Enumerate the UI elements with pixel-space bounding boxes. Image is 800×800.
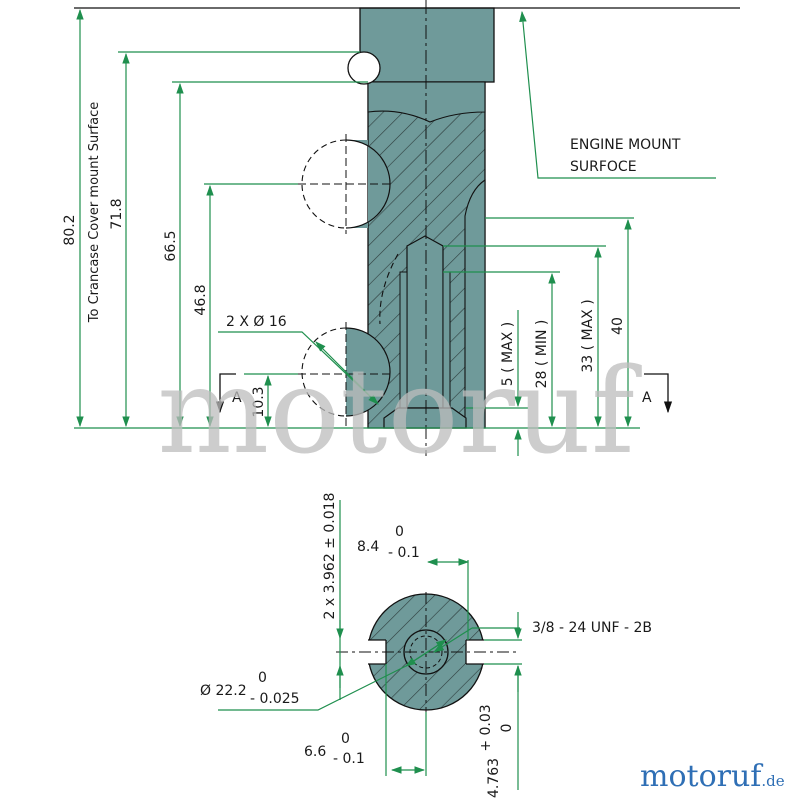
shaft-top-band	[359, 7, 495, 83]
dim-6-6-tol-up: 0	[341, 731, 350, 747]
dim-66-5: 66.5	[163, 230, 179, 261]
upper-bore-solid	[346, 140, 390, 228]
dim-6-6-tol-dn: - 0.1	[333, 751, 365, 767]
label-engine-mount-2: SURFOCE	[570, 159, 637, 175]
brand-logo: motoruf.de	[640, 759, 785, 794]
dim-4-763-tol-dn: 0	[499, 724, 515, 733]
section-a-right: A	[642, 390, 652, 406]
section-labels: 2 x 3.962 ± 0.018 8.4 0 - 0.1 3/8 - 24 U…	[200, 493, 652, 798]
notch-circle	[347, 51, 381, 85]
logo-suffix: .de	[761, 772, 784, 790]
dim-8-4-tol-dn: - 0.1	[388, 545, 420, 561]
side-view-labels: 80.2 To Crancase Cover mount Surface 71.…	[62, 102, 681, 418]
dim-33-max: 33 ( MAX )	[580, 299, 596, 372]
lower-bore-arc	[345, 327, 391, 417]
label-crankcase: To Crancase Cover mount Surface	[87, 102, 102, 324]
dim-5-max: 5 ( MAX )	[500, 322, 516, 386]
shaft-flat-strip	[464, 178, 486, 429]
label-engine-mount-1: ENGINE MOUNT	[570, 137, 681, 153]
watermark: motoruf	[157, 342, 642, 480]
label-thread: 3/8 - 24 UNF - 2B	[532, 620, 652, 636]
logo-text: motoruf.de	[640, 759, 785, 794]
dim-6-6: 6.6	[304, 744, 326, 760]
dim-4-763: 4.763	[486, 758, 502, 798]
dim-10-3: 10.3	[251, 386, 267, 417]
shaft-side-view	[298, 0, 495, 456]
dim-8-4: 8.4	[357, 539, 379, 555]
section-a-left: A	[232, 390, 242, 406]
section-markers	[215, 373, 673, 414]
dim-28-min: 28 ( MIN )	[534, 320, 550, 389]
label-bores: 2 X Ø 16	[226, 314, 287, 330]
dim-22-2-tol-up: 0	[258, 670, 267, 686]
dim-4-763-tol-up: + 0.03	[478, 704, 494, 751]
dim-2x3962: 2 x 3.962 ± 0.018	[322, 493, 338, 620]
dim-80-2: 80.2	[62, 214, 78, 245]
dim-71-8: 71.8	[109, 198, 125, 229]
bore-leader	[218, 331, 379, 405]
dim-22-2: Ø 22.2	[200, 683, 247, 699]
dim-46-8: 46.8	[193, 284, 209, 315]
dim-8-4-tol-up: 0	[395, 524, 404, 540]
left-dimensions	[76, 8, 272, 428]
section-dimensions	[218, 500, 522, 790]
reference-lines	[74, 7, 740, 429]
right-dimensions	[514, 218, 632, 456]
dim-22-2-tol-dn: - 0.025	[250, 691, 300, 707]
dim-40: 40	[610, 317, 626, 335]
engine-mount-leader	[519, 10, 716, 179]
